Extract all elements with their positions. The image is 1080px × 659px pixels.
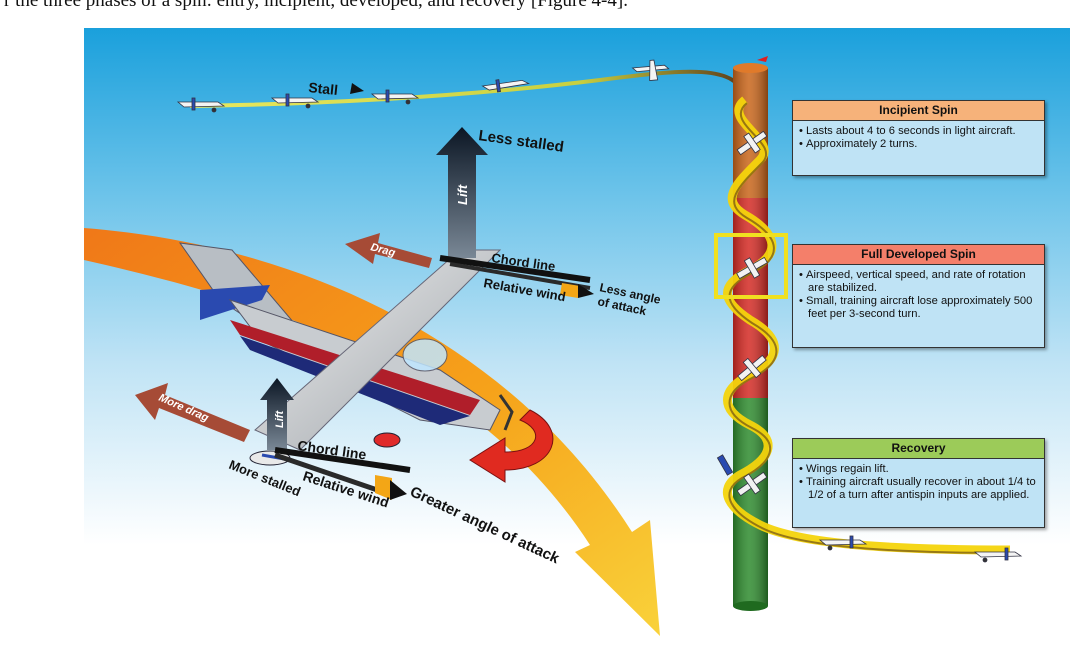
developed-spin-list: Airspeed, vertical speed, and rate of ro… xyxy=(793,265,1044,326)
recovery-title: Recovery xyxy=(793,439,1044,459)
list-item: Small, training aircraft lose approximat… xyxy=(799,295,1038,321)
developed-spin-title: Full Developed Spin xyxy=(793,245,1044,265)
entry-flight-path xyxy=(189,69,747,108)
relative-wind-label-top: Relative wind xyxy=(482,275,566,304)
recovery-airplanes xyxy=(818,535,1023,563)
lift-label-top: Lift xyxy=(455,184,470,205)
greater-angle-label: Greater angle of attack xyxy=(407,483,562,567)
spin-airplanes xyxy=(716,130,768,497)
stall-pointer xyxy=(350,83,364,94)
lift-arrow-top xyxy=(436,127,488,258)
list-item: Wings regain lift. xyxy=(799,463,1038,476)
main-airplane xyxy=(178,242,514,466)
lift-arrow-bottom xyxy=(260,378,294,450)
stall-label: Stall xyxy=(308,79,339,98)
rotation-arrow xyxy=(469,409,554,483)
header-text: r the three phases of a spin: entry, inc… xyxy=(4,0,628,11)
bottom-angle-lines xyxy=(274,447,411,500)
entry-airplanes xyxy=(176,56,768,113)
list-item: Lasts about 4 to 6 seconds in light airc… xyxy=(799,125,1038,138)
list-item: Training aircraft usually recover in abo… xyxy=(799,476,1038,502)
incipient-spin-title: Incipient Spin xyxy=(793,101,1044,121)
drag-arrow xyxy=(345,233,432,268)
list-item: Approximately 2 turns. xyxy=(799,138,1038,151)
list-item: Airspeed, vertical speed, and rate of ro… xyxy=(799,269,1038,295)
recovery-box: Recovery Wings regain lift. Training air… xyxy=(792,438,1045,528)
spin-helix xyxy=(723,96,1011,555)
more-drag-arrow xyxy=(135,383,250,442)
recovery-list: Wings regain lift. Training aircraft usu… xyxy=(793,459,1044,507)
developed-spin-box: Full Developed Spin Airspeed, vertical s… xyxy=(792,244,1045,348)
top-angle-lines xyxy=(439,255,594,298)
incipient-spin-list: Lasts about 4 to 6 seconds in light airc… xyxy=(793,121,1044,156)
less-stalled-label: Less stalled xyxy=(477,127,564,156)
developed-spin-highlight xyxy=(714,233,788,299)
incipient-spin-box: Incipient Spin Lasts about 4 to 6 second… xyxy=(792,100,1045,176)
lift-label-bottom: Lift xyxy=(274,410,286,428)
